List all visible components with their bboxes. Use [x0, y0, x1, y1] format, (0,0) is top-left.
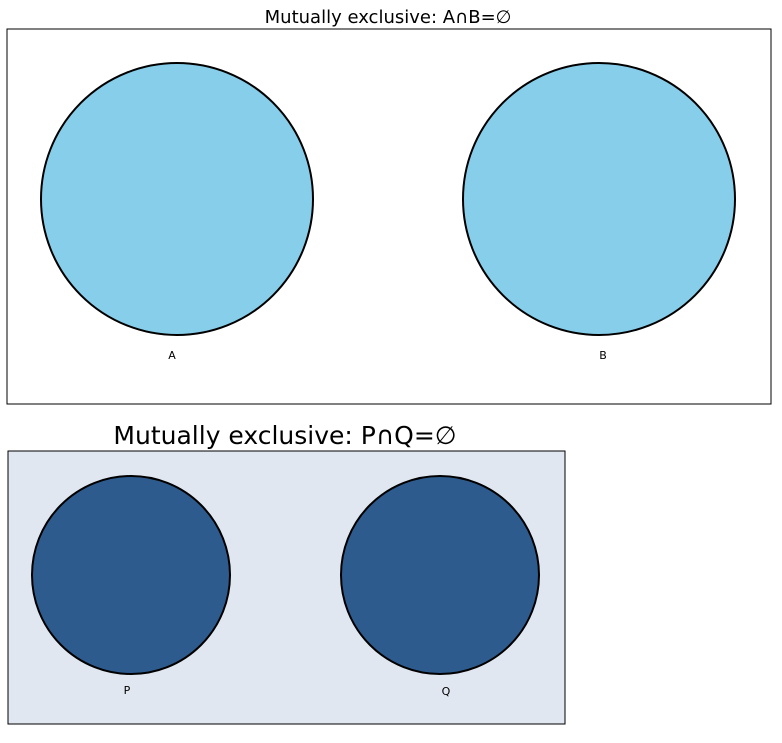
diagram-1-title: Mutually exclusive: A∩B=∅ [265, 7, 512, 28]
set-b-circle [462, 62, 736, 336]
set-a-circle [40, 62, 314, 336]
set-q-circle [340, 475, 540, 675]
set-a-label: A [168, 349, 176, 362]
diagram-2-title: Mutually exclusive: P∩Q=∅ [113, 421, 456, 450]
set-p-circle [31, 475, 231, 675]
set-q-label: Q [442, 685, 451, 698]
set-p-label: P [124, 684, 131, 697]
set-b-label: B [599, 349, 607, 362]
